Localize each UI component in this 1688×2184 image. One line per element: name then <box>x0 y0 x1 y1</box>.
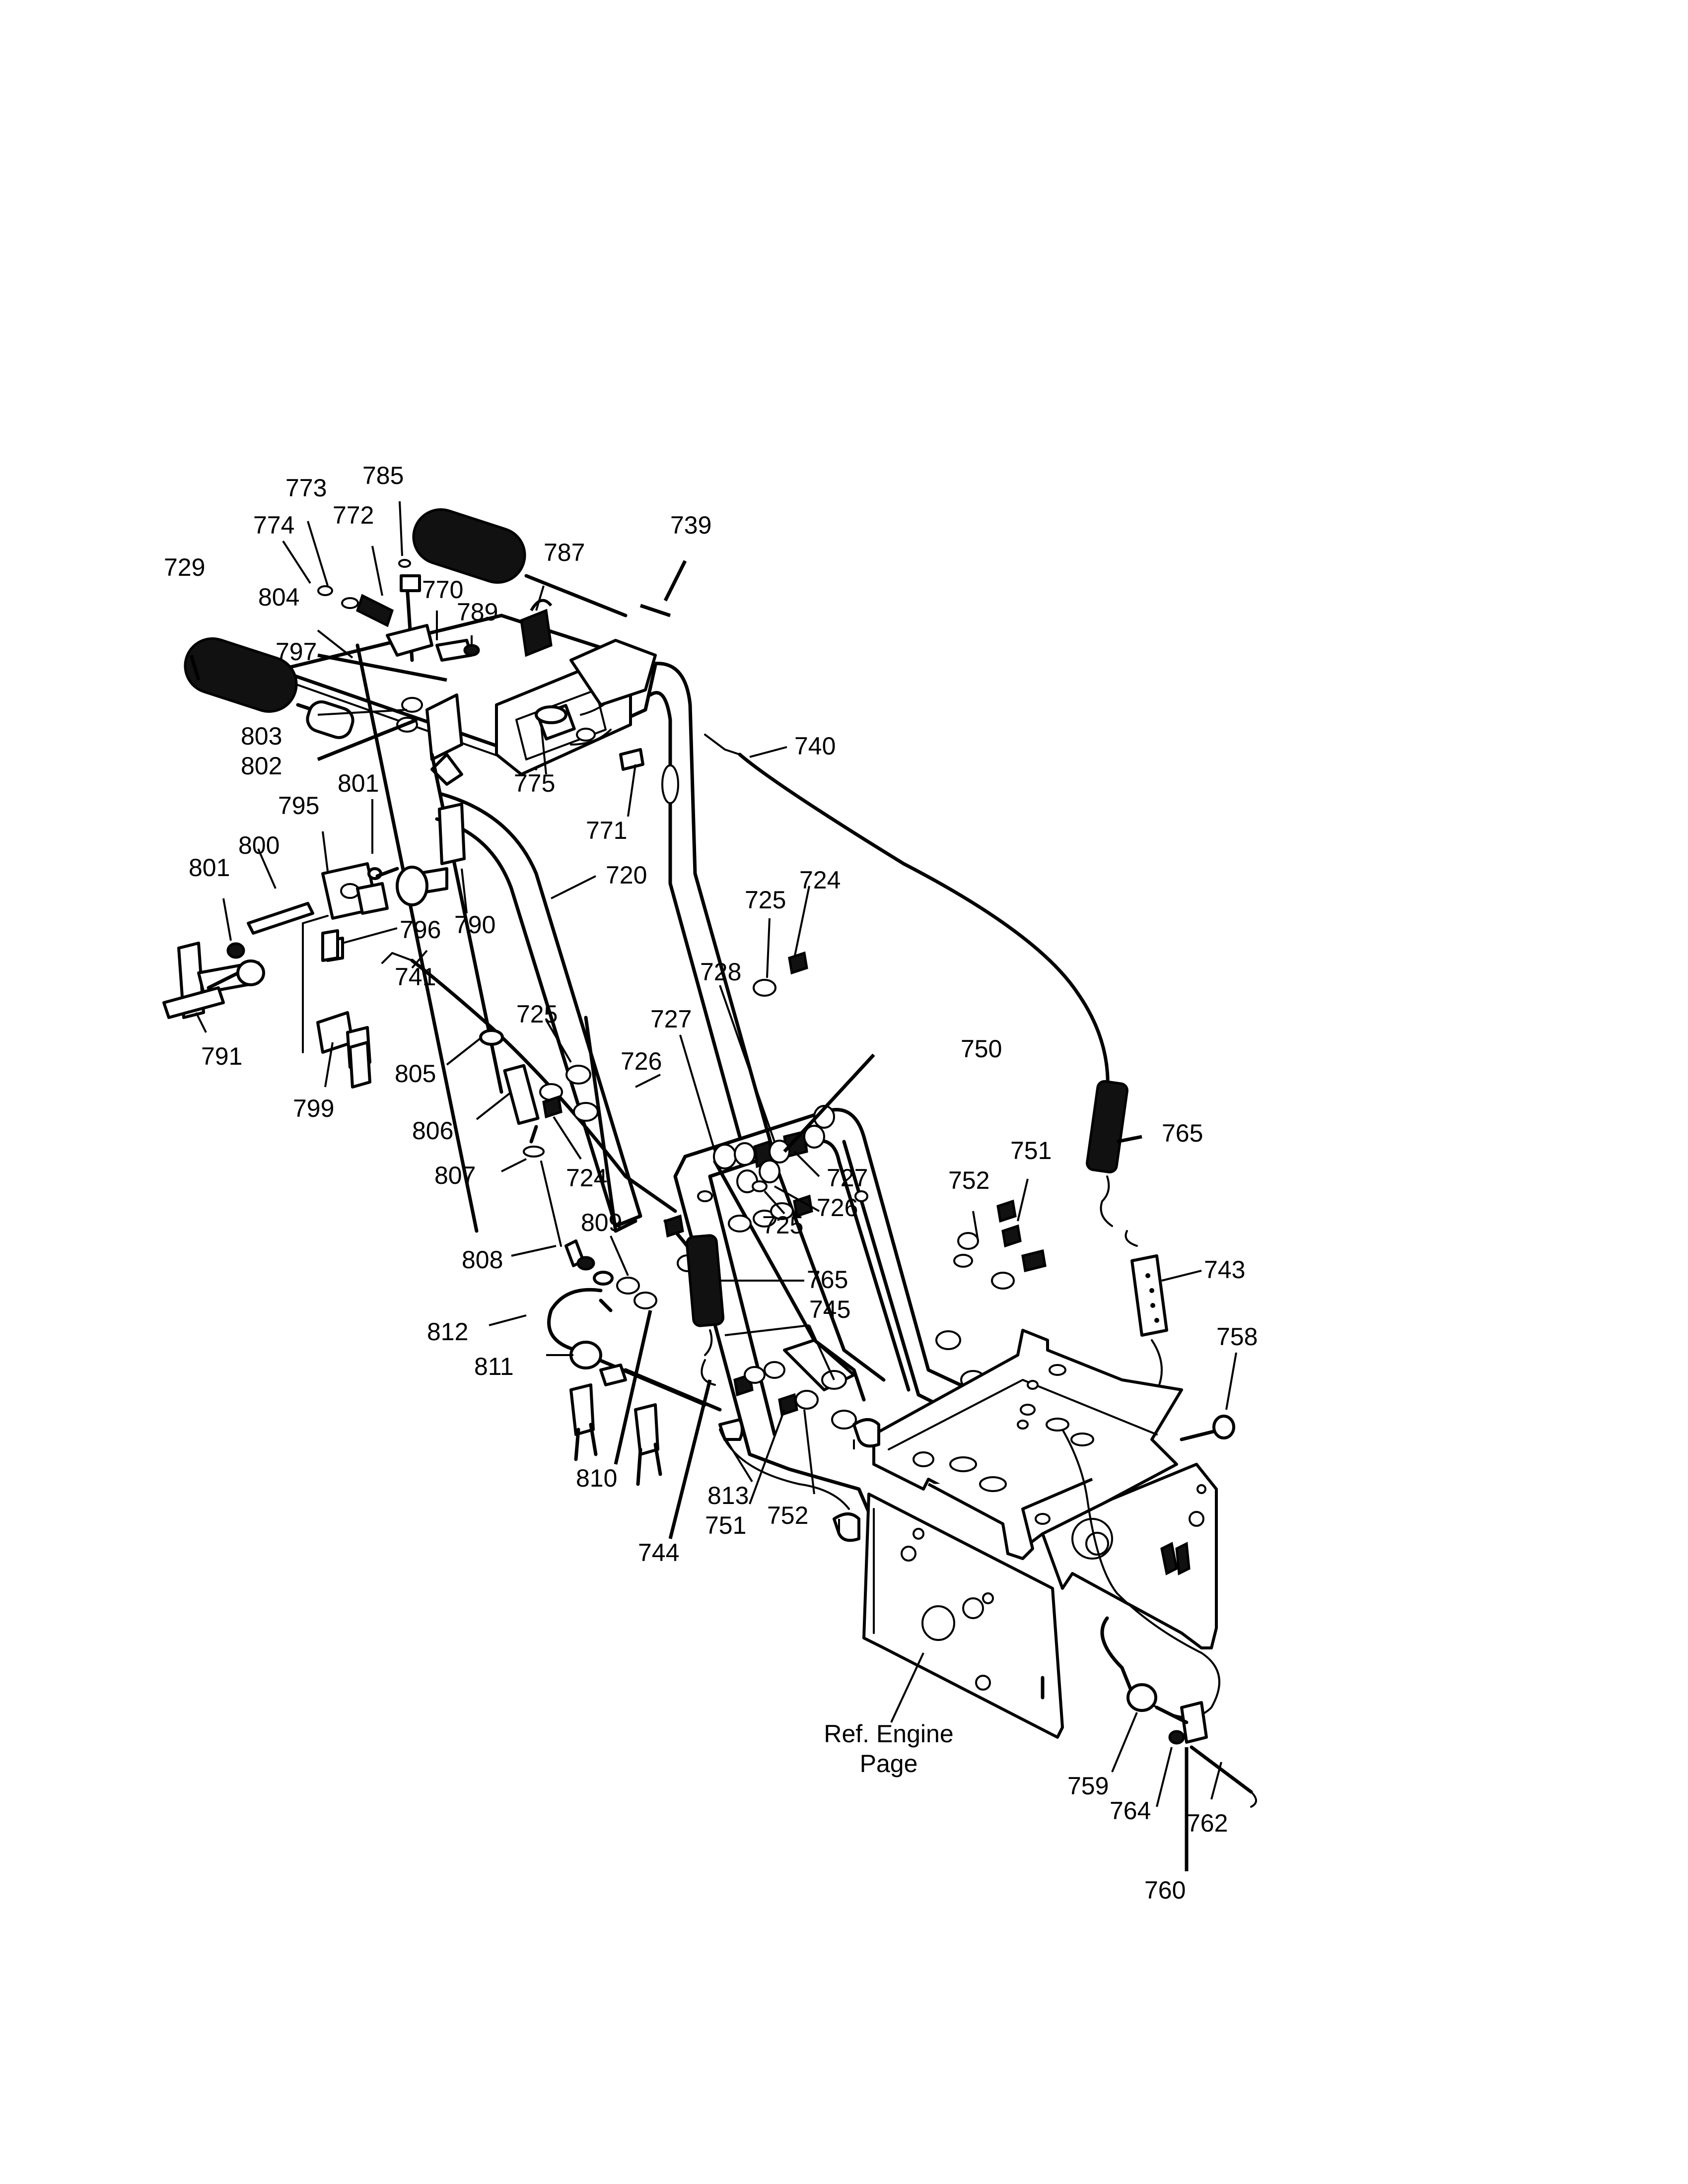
callout-labels: 773 785 774 772 739 787 729 770 804 789 … <box>164 462 1258 1904</box>
shift-rod-assembly <box>547 1239 722 1486</box>
spring-bracket <box>1066 1254 1168 1411</box>
callout-765b: 765 <box>807 1266 848 1294</box>
callout-743: 743 <box>1204 1256 1245 1284</box>
shoulder-bolt <box>1180 1415 1235 1441</box>
callout-758: 758 <box>1216 1323 1258 1351</box>
spring-left <box>685 1234 725 1386</box>
callout-740: 740 <box>794 732 836 760</box>
callout-764: 764 <box>1110 1797 1151 1825</box>
callout-809: 809 <box>581 1209 622 1236</box>
callout-800: 800 <box>238 831 280 859</box>
callout-770: 770 <box>422 576 463 604</box>
callout-726a: 726 <box>621 1047 662 1075</box>
callout-810: 810 <box>576 1464 617 1492</box>
callout-805: 805 <box>395 1060 436 1088</box>
callout-762: 762 <box>1187 1809 1228 1837</box>
callout-790: 790 <box>454 911 495 939</box>
handle-panel-assembly <box>276 599 776 1228</box>
callout-720: 720 <box>606 861 647 889</box>
callout-724a: 724 <box>799 866 841 894</box>
callout-799: 799 <box>293 1094 334 1122</box>
callout-801a: 801 <box>338 769 379 797</box>
callout-726b: 726 <box>817 1194 858 1222</box>
callout-804: 804 <box>258 583 299 611</box>
callout-774: 774 <box>253 511 294 539</box>
callout-807: 807 <box>434 1161 476 1189</box>
callout-796: 796 <box>400 916 441 944</box>
turnbuckle <box>479 1029 562 1247</box>
callout-752a: 752 <box>948 1166 989 1194</box>
hardware-washers-nuts <box>539 951 1047 1290</box>
roll-pin <box>639 604 671 617</box>
callout-727b: 727 <box>827 1164 868 1192</box>
lock-clip <box>316 1011 371 1089</box>
handle-tube-left-lower <box>565 1016 637 1233</box>
callout-797: 797 <box>276 638 317 666</box>
leader-lines <box>189 501 1237 1871</box>
callout-808: 808 <box>462 1246 503 1274</box>
callout-745: 745 <box>809 1296 850 1323</box>
callout-725a: 725 <box>745 886 786 914</box>
callout-724b: 724 <box>566 1164 607 1192</box>
callout-739: 739 <box>670 511 711 539</box>
callout-811: 811 <box>474 1353 514 1380</box>
callout-787: 787 <box>544 539 585 566</box>
hand-grip-right <box>412 508 628 617</box>
callout-785: 785 <box>362 462 404 489</box>
callout-812: 812 <box>427 1318 468 1346</box>
callout-803: 803 <box>241 722 282 750</box>
callout-813: 813 <box>707 1482 749 1509</box>
callout-771: 771 <box>586 817 627 844</box>
callout-752b: 752 <box>767 1502 808 1529</box>
callout-751b: 751 <box>705 1511 746 1539</box>
lower-cable-bracket <box>1100 1616 1257 1808</box>
lock-lever-parts <box>317 559 480 1233</box>
frame-chassis <box>833 1329 1220 1739</box>
callout-791: 791 <box>201 1042 242 1070</box>
callout-765a: 765 <box>1162 1119 1203 1147</box>
control-cable-right <box>704 734 1110 1099</box>
callout-728: 728 <box>700 958 741 986</box>
spring-right <box>1086 1080 1138 1247</box>
shift-lever <box>162 942 265 1019</box>
callout-729: 729 <box>164 553 205 581</box>
callout-751a: 751 <box>1010 1137 1052 1164</box>
callout-759: 759 <box>1067 1772 1109 1800</box>
callout-725c: 725 <box>762 1211 803 1239</box>
callout-741: 741 <box>395 963 436 991</box>
callout-750: 750 <box>961 1035 1002 1063</box>
hand-grip-left <box>184 637 354 739</box>
callout-801b: 801 <box>189 854 230 882</box>
callout-789: 789 <box>457 598 498 626</box>
bolt <box>321 929 339 962</box>
callout-725b: 725 <box>516 1000 558 1028</box>
callout-806: 806 <box>412 1117 453 1145</box>
callout-802: 802 <box>241 752 282 780</box>
lower-handle-tubes <box>713 1160 886 1430</box>
callout-744: 744 <box>638 1539 679 1567</box>
callout-727a: 727 <box>650 1005 692 1033</box>
callout-773: 773 <box>285 474 327 502</box>
ref-engine-note-line1: Ref. Engine <box>824 1720 953 1748</box>
pivot-bracket-assembly <box>226 862 399 1053</box>
ref-engine-note-line2: Page <box>860 1750 918 1777</box>
callout-772: 772 <box>333 501 374 529</box>
callout-760: 760 <box>1144 1876 1186 1904</box>
callout-795: 795 <box>278 792 319 819</box>
callout-775: 775 <box>514 769 555 797</box>
